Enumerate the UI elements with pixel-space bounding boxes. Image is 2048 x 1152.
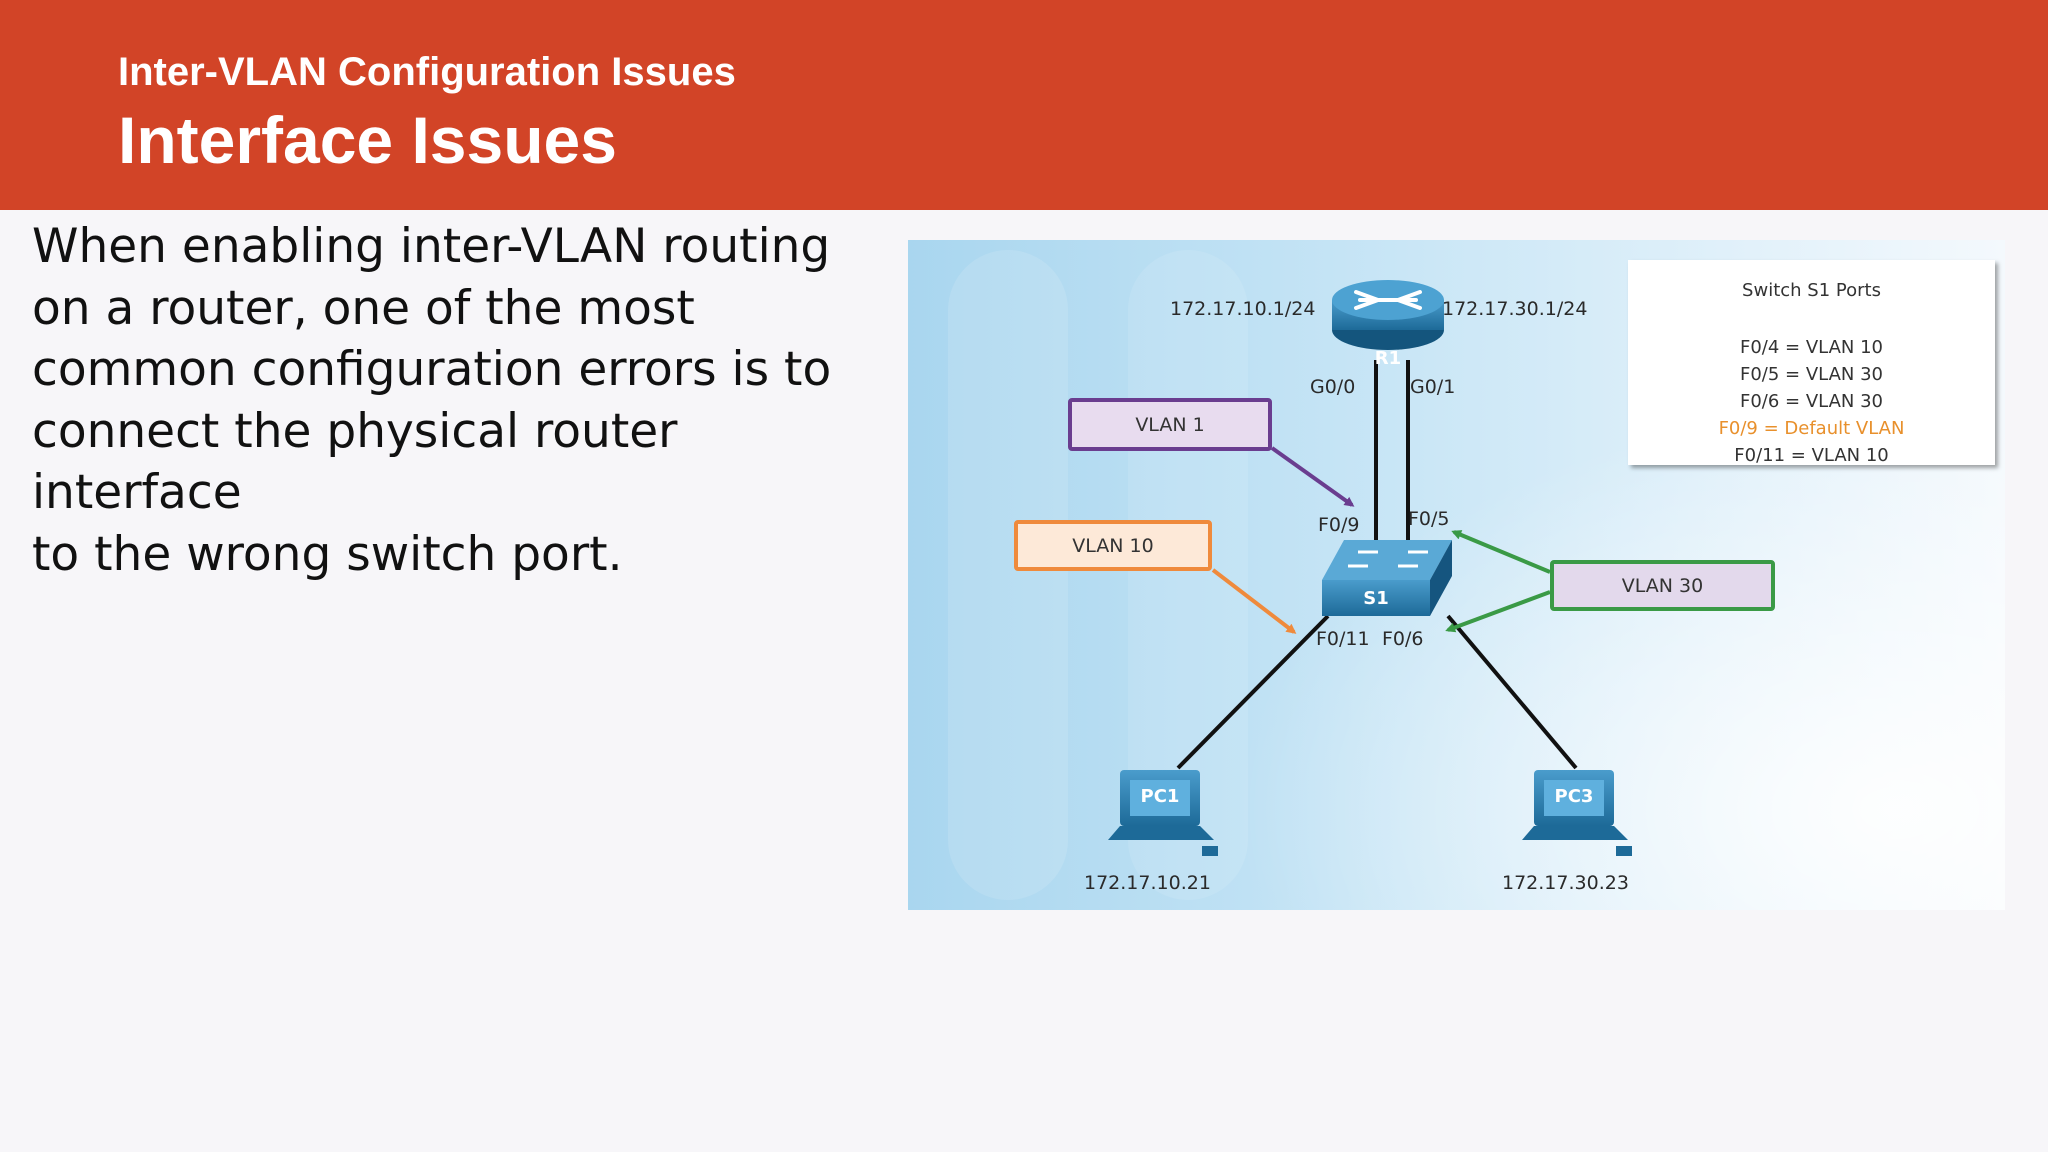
slide-subtitle: Inter-VLAN Configuration Issues — [118, 50, 736, 94]
legend-row-highlight: F0/9 = Default VLAN — [1718, 418, 1905, 439]
cable-f011-pc1 — [1176, 614, 1330, 770]
legend-row: F0/6 = VLAN 30 — [1739, 391, 1883, 412]
router-port-g00: G0/0 — [1310, 376, 1356, 398]
switch-icon — [1322, 540, 1452, 616]
vlan10-arrow — [1211, 568, 1297, 634]
body-line: When enabling inter-VLAN routing — [32, 219, 831, 274]
body-line: to the wrong switch port. — [32, 526, 623, 582]
switch-port-f011: F0/11 — [1316, 628, 1370, 650]
router-name: R1 — [1374, 348, 1402, 369]
slide-title: Interface Issues — [118, 103, 617, 177]
vlan1-arrow — [1270, 446, 1355, 507]
body-line: on a router, one of the most — [32, 280, 695, 336]
router-port-g01: G0/1 — [1410, 376, 1456, 398]
body-line: common configuration errors is to — [32, 342, 832, 397]
pc3-icon — [1522, 770, 1632, 856]
legend-row: F0/11 = VLAN 10 — [1734, 445, 1889, 466]
vlan1-callout: VLAN 1 — [1068, 398, 1272, 451]
vlan10-callout: VLAN 10 — [1014, 520, 1212, 571]
legend-row: F0/4 = VLAN 10 — [1739, 337, 1883, 358]
body-line: connect the physical router interface — [32, 403, 678, 521]
body-paragraph: When enabling inter-VLAN routing on a ro… — [32, 216, 902, 585]
pc1-ip: 172.17.10.21 — [1084, 872, 1211, 894]
slide-header: Inter-VLAN Configuration Issues Interfac… — [0, 0, 2048, 210]
network-diagram: R1 S1 PC1 PC3 172.17.10.1/24 172.17.30.1… — [908, 240, 2005, 910]
router-icon — [1332, 280, 1444, 350]
switch-ports-legend: Switch S1 Ports F0/4 = VLAN 10 F0/5 = VL… — [1628, 260, 1995, 466]
router-left-ip: 172.17.10.1/24 — [1170, 298, 1316, 320]
pc3-name: PC3 — [1554, 786, 1594, 807]
legend-list: F0/4 = VLAN 10 F0/5 = VLAN 30 F0/6 = VLA… — [1628, 334, 1995, 469]
legend-title: Switch S1 Ports — [1742, 280, 1881, 301]
vlan30-arrow-f05 — [1451, 530, 1551, 574]
router-right-ip: 172.17.30.1/24 — [1442, 298, 1588, 320]
switch-port-f05: F0/5 — [1408, 508, 1450, 530]
pc1-icon — [1108, 770, 1218, 856]
pc3-ip: 172.17.30.23 — [1502, 872, 1629, 894]
vlan30-arrow-f06 — [1445, 590, 1551, 633]
legend-row: F0/5 = VLAN 30 — [1739, 364, 1883, 385]
vlan30-callout: VLAN 30 — [1550, 560, 1775, 611]
switch-port-f09: F0/9 — [1318, 514, 1360, 536]
pc1-name: PC1 — [1140, 786, 1180, 807]
cable-f06-pc3 — [1446, 614, 1578, 770]
switch-port-f06: F0/6 — [1382, 628, 1424, 650]
switch-name: S1 — [1363, 588, 1389, 609]
